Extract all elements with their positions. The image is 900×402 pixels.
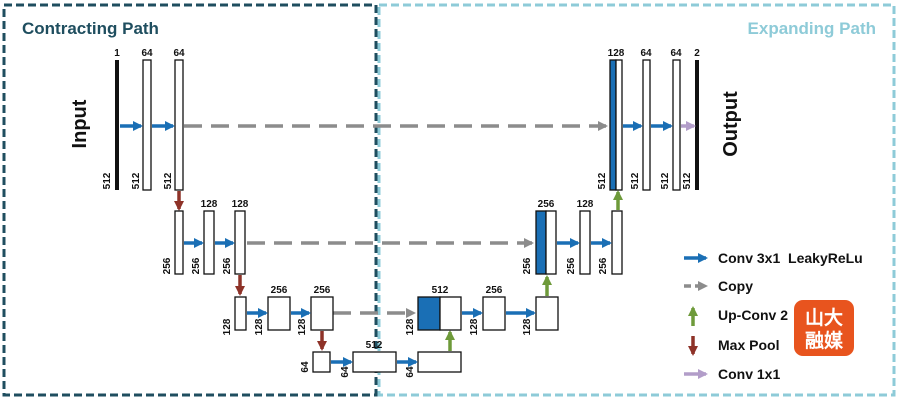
length-label: 64 <box>300 361 311 373</box>
watermark-logo: 山大 融媒 <box>794 300 854 356</box>
feature-map-bottom-conv2 <box>417 351 462 373</box>
feature-map-bottom-conv1 <box>352 351 397 373</box>
feature-map-e2-conv2 <box>611 210 623 275</box>
feature-map-l2-pool <box>174 210 184 275</box>
length-label: 512 <box>163 172 174 189</box>
feature-map-e1-conv1 <box>642 59 651 191</box>
length-label: 512 <box>630 172 641 189</box>
legend-maxpool-label: Max Pool <box>718 337 779 353</box>
length-label: 128 <box>222 318 233 335</box>
length-label: 128 <box>469 318 480 335</box>
channel-label: 512 <box>432 285 449 296</box>
feature-map-e1-conv2 <box>672 59 681 191</box>
input-label: Input <box>69 99 91 148</box>
output-label: Output <box>720 91 742 157</box>
length-label: 256 <box>522 257 533 274</box>
feature-map-e1-copied <box>609 59 617 191</box>
length-label: 128 <box>405 318 416 335</box>
channel-label: 2 <box>694 48 700 59</box>
legend-conv-label: Conv 3x1 LeakyReLu <box>718 250 863 266</box>
svg-text:山大: 山大 <box>805 306 843 329</box>
length-label: 128 <box>254 318 265 335</box>
length-label: 256 <box>598 257 609 274</box>
feature-map-l3-pool <box>234 296 247 331</box>
channel-label: 256 <box>538 199 555 210</box>
length-label: 512 <box>682 172 693 189</box>
feature-map-output <box>695 60 699 190</box>
feature-map-e1-upconv <box>615 59 623 191</box>
length-label: 256 <box>162 257 173 274</box>
svg-text:融媒: 融媒 <box>805 330 844 352</box>
expanding-path-box <box>377 3 896 397</box>
expanding-path-title: Expanding Path <box>748 19 876 38</box>
length-label: 256 <box>566 257 577 274</box>
length-label: 512 <box>102 172 113 189</box>
legend-copy-label: Copy <box>718 278 753 294</box>
channel-label: 128 <box>232 199 249 210</box>
feature-map-e3-conv1 <box>482 296 506 331</box>
feature-map-bottom-pool <box>312 351 331 373</box>
channel-label: 1 <box>114 48 120 59</box>
length-label: 256 <box>222 257 233 274</box>
feature-map-l3-conv2 <box>310 296 334 331</box>
legend-conv1x1-label: Conv 1x1 <box>718 366 780 382</box>
length-label: 256 <box>191 257 202 274</box>
channel-label: 64 <box>640 48 652 59</box>
channel-label: 512 <box>366 340 383 351</box>
length-label: 128 <box>522 318 533 335</box>
feature-map-l2-conv1 <box>203 210 215 275</box>
channel-label: 128 <box>577 199 594 210</box>
contracting-path-title: Contracting Path <box>22 19 159 38</box>
length-label: 512 <box>597 172 608 189</box>
contracting-path-box <box>2 3 378 397</box>
length-label: 128 <box>297 318 308 335</box>
feature-map-e3-conv2 <box>535 296 559 331</box>
legend-upconv-label: Up-Conv 2 <box>718 307 788 323</box>
length-label: 64 <box>405 366 416 378</box>
legend: Conv 3x1 LeakyReLu Copy Up-Conv 2 Max Po… <box>684 250 863 382</box>
feature-map-l1-conv1 <box>142 59 152 191</box>
feature-map-e2-conv1 <box>579 210 591 275</box>
feature-map-l2-conv2 <box>234 210 246 275</box>
channel-label: 256 <box>314 285 331 296</box>
length-label: 512 <box>131 172 142 189</box>
feature-map-e3-copied <box>417 296 441 331</box>
channel-label: 64 <box>173 48 185 59</box>
feature-map-input <box>115 60 119 190</box>
channel-label: 128 <box>608 48 625 59</box>
feature-map-e3-upconv <box>439 296 462 331</box>
feature-map-e2-upconv <box>545 210 557 275</box>
channel-label: 256 <box>486 285 503 296</box>
feature-map-l3-conv1 <box>267 296 291 331</box>
channel-label: 64 <box>141 48 153 59</box>
channel-label: 256 <box>271 285 288 296</box>
feature-map-l1-conv2 <box>174 59 184 191</box>
length-label: 64 <box>340 366 351 378</box>
channel-label: 64 <box>670 48 682 59</box>
feature-map-e2-copied <box>535 210 547 275</box>
channel-label: 128 <box>201 199 218 210</box>
length-label: 512 <box>660 172 671 189</box>
